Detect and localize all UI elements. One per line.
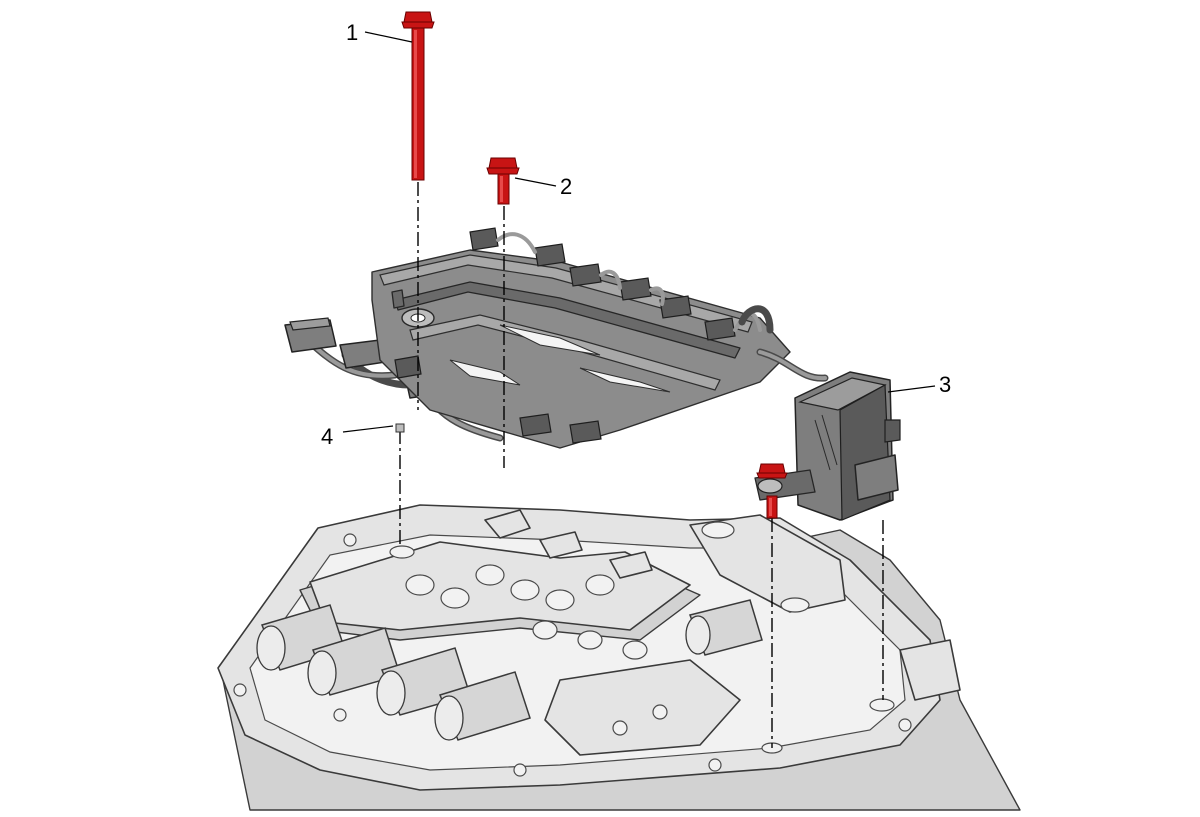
connector-bolt — [756, 463, 788, 519]
callout-number-1: 1 — [346, 20, 358, 45]
wiring-harness-frame — [284, 227, 829, 449]
callout-number-2: 2 — [560, 174, 572, 199]
valve-spools — [405, 564, 648, 660]
callout-4: 4 — [321, 424, 394, 449]
callout-2: 2 — [514, 174, 572, 199]
callout-number-4: 4 — [321, 424, 333, 449]
callout-3: 3 — [887, 372, 951, 397]
assembly-centerlines — [399, 182, 884, 748]
shift-solenoids — [256, 599, 763, 741]
short-bolt — [486, 157, 520, 205]
callout-number-3: 3 — [939, 372, 951, 397]
locating-pin — [395, 423, 405, 433]
callout-1: 1 — [346, 20, 413, 45]
main-electrical-connector — [754, 371, 901, 521]
long-bolt — [401, 11, 435, 181]
